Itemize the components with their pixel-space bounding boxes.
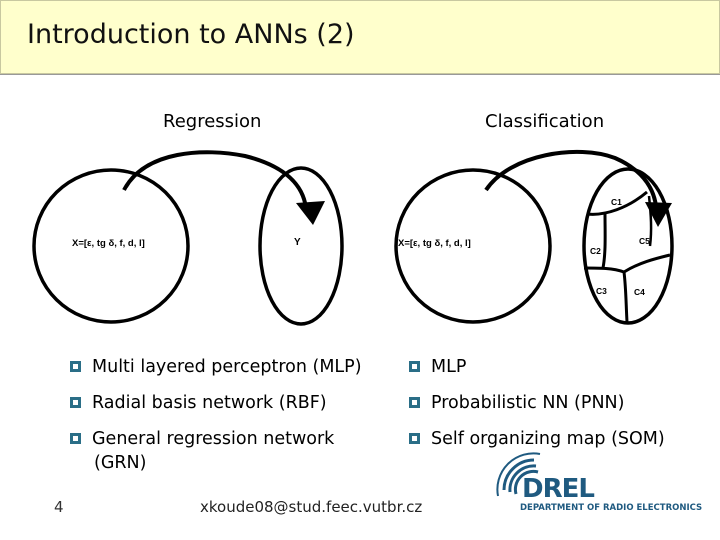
classification-diagram: X=[ε, tg δ, f, d, l] C1 C2 C3 C4 C5 <box>394 149 674 325</box>
regression-heading: Regression <box>163 111 262 132</box>
bullet-text: Radial basis network (RBF) <box>92 393 327 413</box>
class-boundary-c3 <box>583 266 625 274</box>
drel-logo: DREL DEPARTMENT OF RADIO ELECTRONICS <box>494 450 702 520</box>
bullet-text-continued: (GRN) <box>94 453 147 473</box>
class-boundary-c1-lower <box>647 195 653 247</box>
bullet-marker-icon <box>70 433 81 444</box>
class-label-c1: C1 <box>611 197 622 207</box>
bullet-text: MLP <box>431 357 467 377</box>
class-boundary-c2 <box>601 213 607 269</box>
classification-input-set <box>394 168 552 324</box>
bullet-marker-icon <box>409 361 420 372</box>
class-label-c4: C4 <box>634 287 645 297</box>
regression-input-label: X=[ε, tg δ, f, d, l] <box>72 238 145 249</box>
radio-waves-icon <box>496 452 541 497</box>
bullet-mlp-classification: MLP <box>409 355 466 379</box>
logo-department: DEPARTMENT OF RADIO ELECTRONICS <box>520 503 703 513</box>
bullet-text: Probabilistic NN (PNN) <box>431 393 625 413</box>
class-boundary-c1 <box>586 190 648 216</box>
slide-title: Introduction to ANNs (2) <box>27 19 355 50</box>
bullet-text: Multi layered perceptron (MLP) <box>92 357 362 377</box>
bullet-marker-icon <box>409 397 420 408</box>
class-label-c5: C5 <box>639 236 650 246</box>
bullet-som: Self organizing map (SOM) <box>409 427 665 451</box>
logo-brand: DREL <box>522 474 595 504</box>
regression-mapping-arrow <box>122 150 308 209</box>
regression-arrowhead <box>296 201 325 225</box>
bullet-marker-icon <box>409 433 420 444</box>
title-bar: Introduction to ANNs (2) <box>0 0 720 74</box>
class-label-c2: C2 <box>590 246 601 256</box>
regression-input-set <box>32 168 190 324</box>
bullet-pnn: Probabilistic NN (PNN) <box>409 391 624 415</box>
footer-email: xkoude08@stud.feec.vutbr.cz <box>200 498 423 516</box>
classification-arrowhead <box>645 202 672 227</box>
page-number: 4 <box>54 498 64 516</box>
bullet-rbf: Radial basis network (RBF) <box>70 391 327 415</box>
mapping-diagram: X=[ε, tg δ, f, d, l] Y X=[ε, tg δ, f, d,… <box>32 149 674 326</box>
regression-output-label: Y <box>294 237 301 248</box>
bullet-mlp-regression: Multi layered perceptron (MLP) <box>70 355 362 379</box>
class-label-c3: C3 <box>596 286 607 296</box>
class-boundary-c4 <box>622 271 629 323</box>
regression-output-set <box>258 166 344 326</box>
bullet-marker-icon <box>70 361 81 372</box>
classification-output-set <box>582 167 674 325</box>
classification-input-label: X=[ε, tg δ, f, d, l] <box>398 238 471 249</box>
bullet-marker-icon <box>70 397 81 408</box>
classification-mapping-arrow <box>484 149 658 207</box>
class-boundary-c5 <box>623 253 671 274</box>
regression-diagram: X=[ε, tg δ, f, d, l] Y <box>32 150 344 326</box>
bullet-grn: General regression network (GRN) <box>70 427 334 475</box>
bullet-text: Self organizing map (SOM) <box>431 429 665 449</box>
bullet-text: General regression network <box>92 429 335 449</box>
classification-heading: Classification <box>485 111 605 132</box>
